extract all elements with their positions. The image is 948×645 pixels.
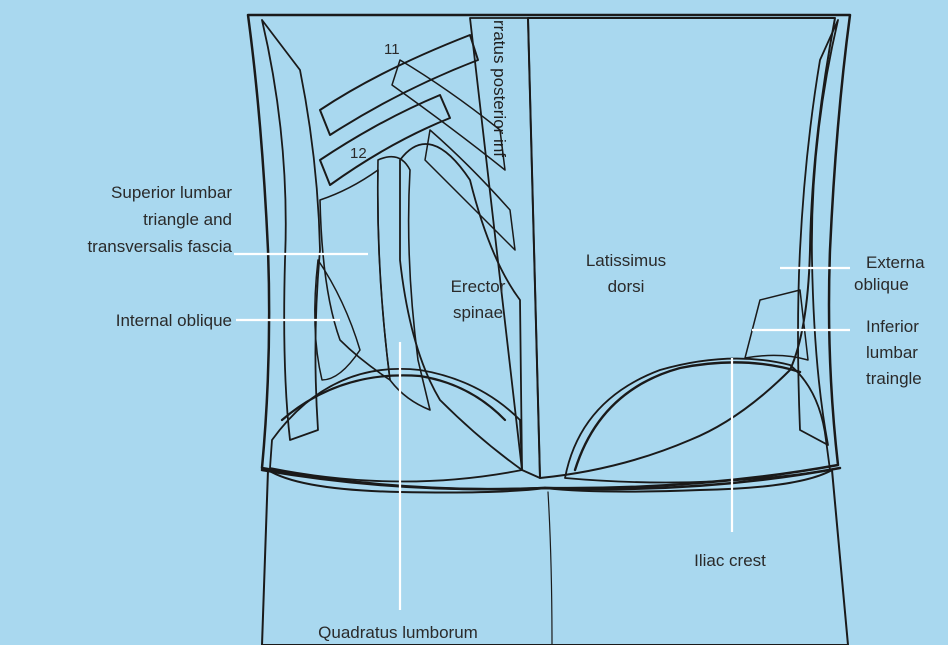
label-inferior-lumbar-line-3: traingle xyxy=(866,369,922,388)
rib-12 xyxy=(320,95,450,185)
label-quadratus-lumborum: Quadratus lumborum xyxy=(318,623,478,642)
left-flank-muscle xyxy=(262,20,320,440)
label-latissimus-dorsi-line-2: dorsi xyxy=(608,277,645,296)
label-rib-12: 12 xyxy=(350,145,367,162)
label-serratus-posterior-inferior: rratus posterior inf xyxy=(490,20,509,157)
superior-lumbar-triangle xyxy=(320,170,390,380)
left-iliac-region xyxy=(270,369,522,482)
label-iliac-crest: Iliac crest xyxy=(694,551,766,570)
label-rib-11: 11 xyxy=(384,41,400,58)
label-external-oblique-line-1: Externa xyxy=(866,253,925,272)
right-iliac-crest-line xyxy=(575,362,800,470)
right-iliac-region xyxy=(565,359,830,483)
torso-body xyxy=(248,15,850,489)
label-superior-lumbar-line-2: triangle and xyxy=(143,210,232,229)
label-latissimus-dorsi-line-1: Latissimus xyxy=(586,251,666,270)
label-inferior-lumbar-line-1: Inferior xyxy=(866,317,919,336)
label-erector-spinae-line-1: Erector xyxy=(451,277,506,296)
label-internal-oblique: Internal oblique xyxy=(116,311,232,330)
label-erector-spinae-line-2: spinae xyxy=(453,303,503,322)
label-external-oblique-line-2: oblique xyxy=(854,275,909,294)
label-inferior-lumbar-line-2: lumbar xyxy=(866,343,918,362)
gluteal-cleft xyxy=(548,492,552,645)
label-superior-lumbar: Superior lumbar triangle and transversal… xyxy=(87,183,232,256)
label-superior-lumbar-line-3: transversalis fascia xyxy=(87,237,232,256)
label-superior-lumbar-line-1: Superior lumbar xyxy=(111,183,232,202)
latissimus-dorsi-muscle xyxy=(528,18,835,478)
